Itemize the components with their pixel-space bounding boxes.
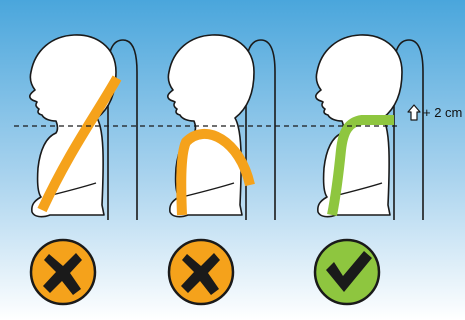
measurement-annotation: + 2 cm xyxy=(408,105,462,120)
badge-left xyxy=(31,240,95,304)
measurement-label: + 2 cm xyxy=(423,105,462,120)
badge-right xyxy=(315,240,379,304)
badge-middle xyxy=(169,240,233,304)
